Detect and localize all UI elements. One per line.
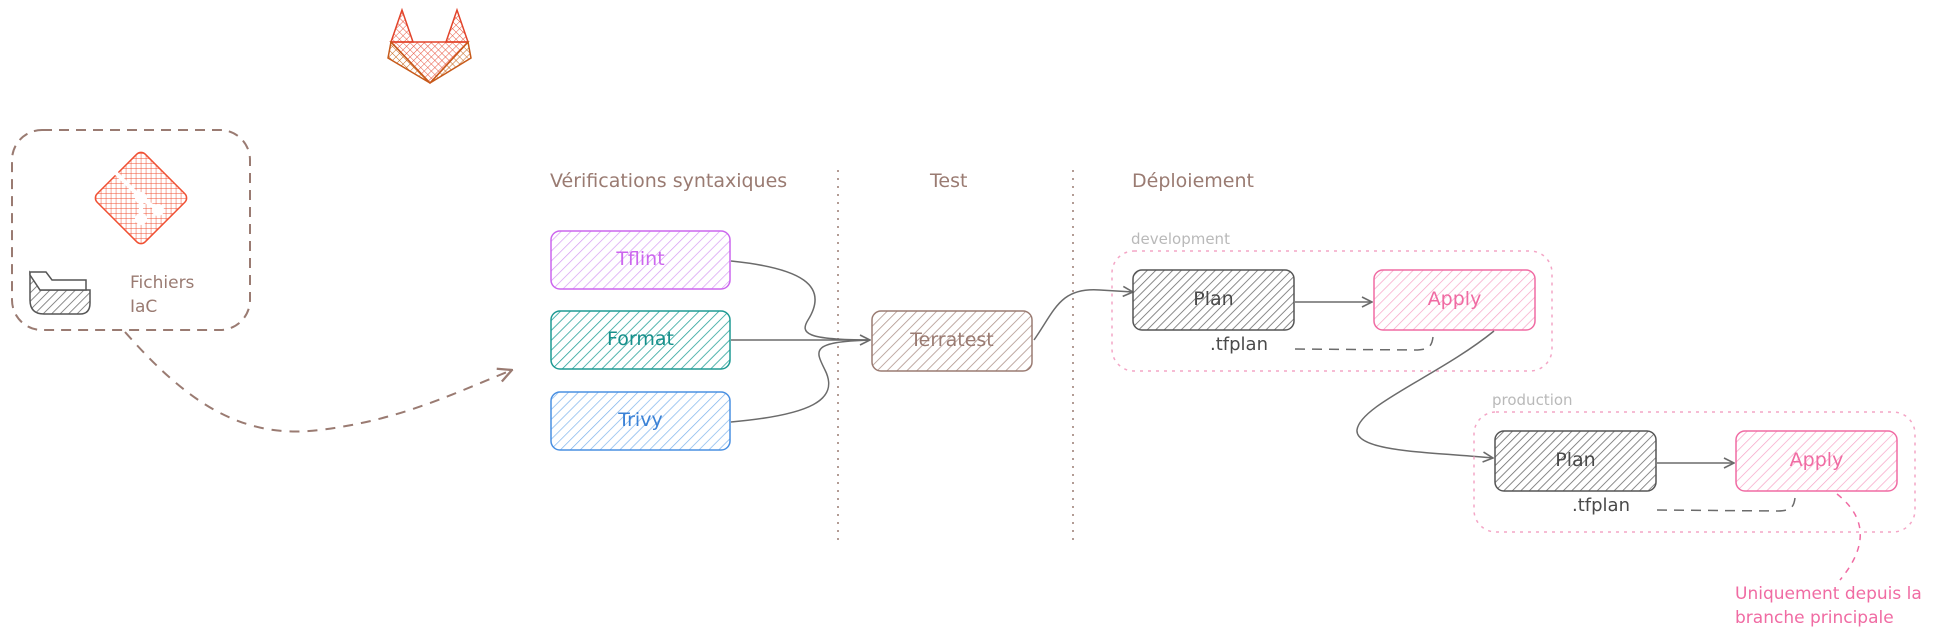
stage-title-deploy: Déploiement (1132, 170, 1254, 192)
folder-icon (29, 270, 91, 315)
dev-apply-job (1373, 269, 1536, 331)
prod-apply-label: Apply (1789, 449, 1844, 471)
files-label-line1: Fichiers (130, 273, 195, 293)
trivy-label: Trivy (618, 409, 663, 431)
development-env-label: development (1131, 230, 1230, 248)
stage-title-test: Test (930, 170, 968, 192)
terratest-to-plan-connector (1033, 290, 1133, 341)
prod-tfplan-link (1656, 497, 1796, 512)
dev-apply-label: Apply (1427, 288, 1482, 310)
git-logo-icon (94, 151, 188, 245)
note-connector (1836, 493, 1861, 581)
dev-to-prod-connector (1356, 330, 1494, 458)
format-job (550, 310, 731, 370)
stage-title-lint: Vérifications syntaxiques (550, 170, 788, 192)
format-label: Format (607, 328, 674, 350)
tflint-job (550, 230, 731, 290)
source-repo-box (11, 129, 251, 331)
prod-plan-label: Plan (1555, 449, 1596, 471)
gitlab-logo-icon (387, 7, 472, 85)
note-line1: Uniquement depuis la (1735, 584, 1922, 604)
trivy-job (550, 391, 731, 451)
trivy-connector (730, 339, 871, 423)
dev-plan-job (1132, 269, 1295, 331)
terratest-label: Terratest (910, 329, 994, 351)
trigger-arrow (124, 331, 512, 433)
dev-tfplan-label: .tfplan (1210, 334, 1268, 355)
tflint-label: Tflint (616, 248, 665, 270)
prod-tfplan-label: .tfplan (1572, 495, 1630, 516)
files-label-line2: IaC (130, 297, 158, 317)
prod-plan-job (1494, 430, 1657, 492)
note-line2: branche principale (1735, 608, 1894, 628)
tflint-connector (730, 260, 870, 340)
dev-tfplan-link (1294, 336, 1434, 351)
production-env-label: production (1492, 391, 1573, 409)
dev-plan-label: Plan (1193, 288, 1234, 310)
development-env-box (1111, 250, 1553, 372)
terratest-job (871, 310, 1033, 372)
prod-apply-job (1735, 430, 1898, 492)
